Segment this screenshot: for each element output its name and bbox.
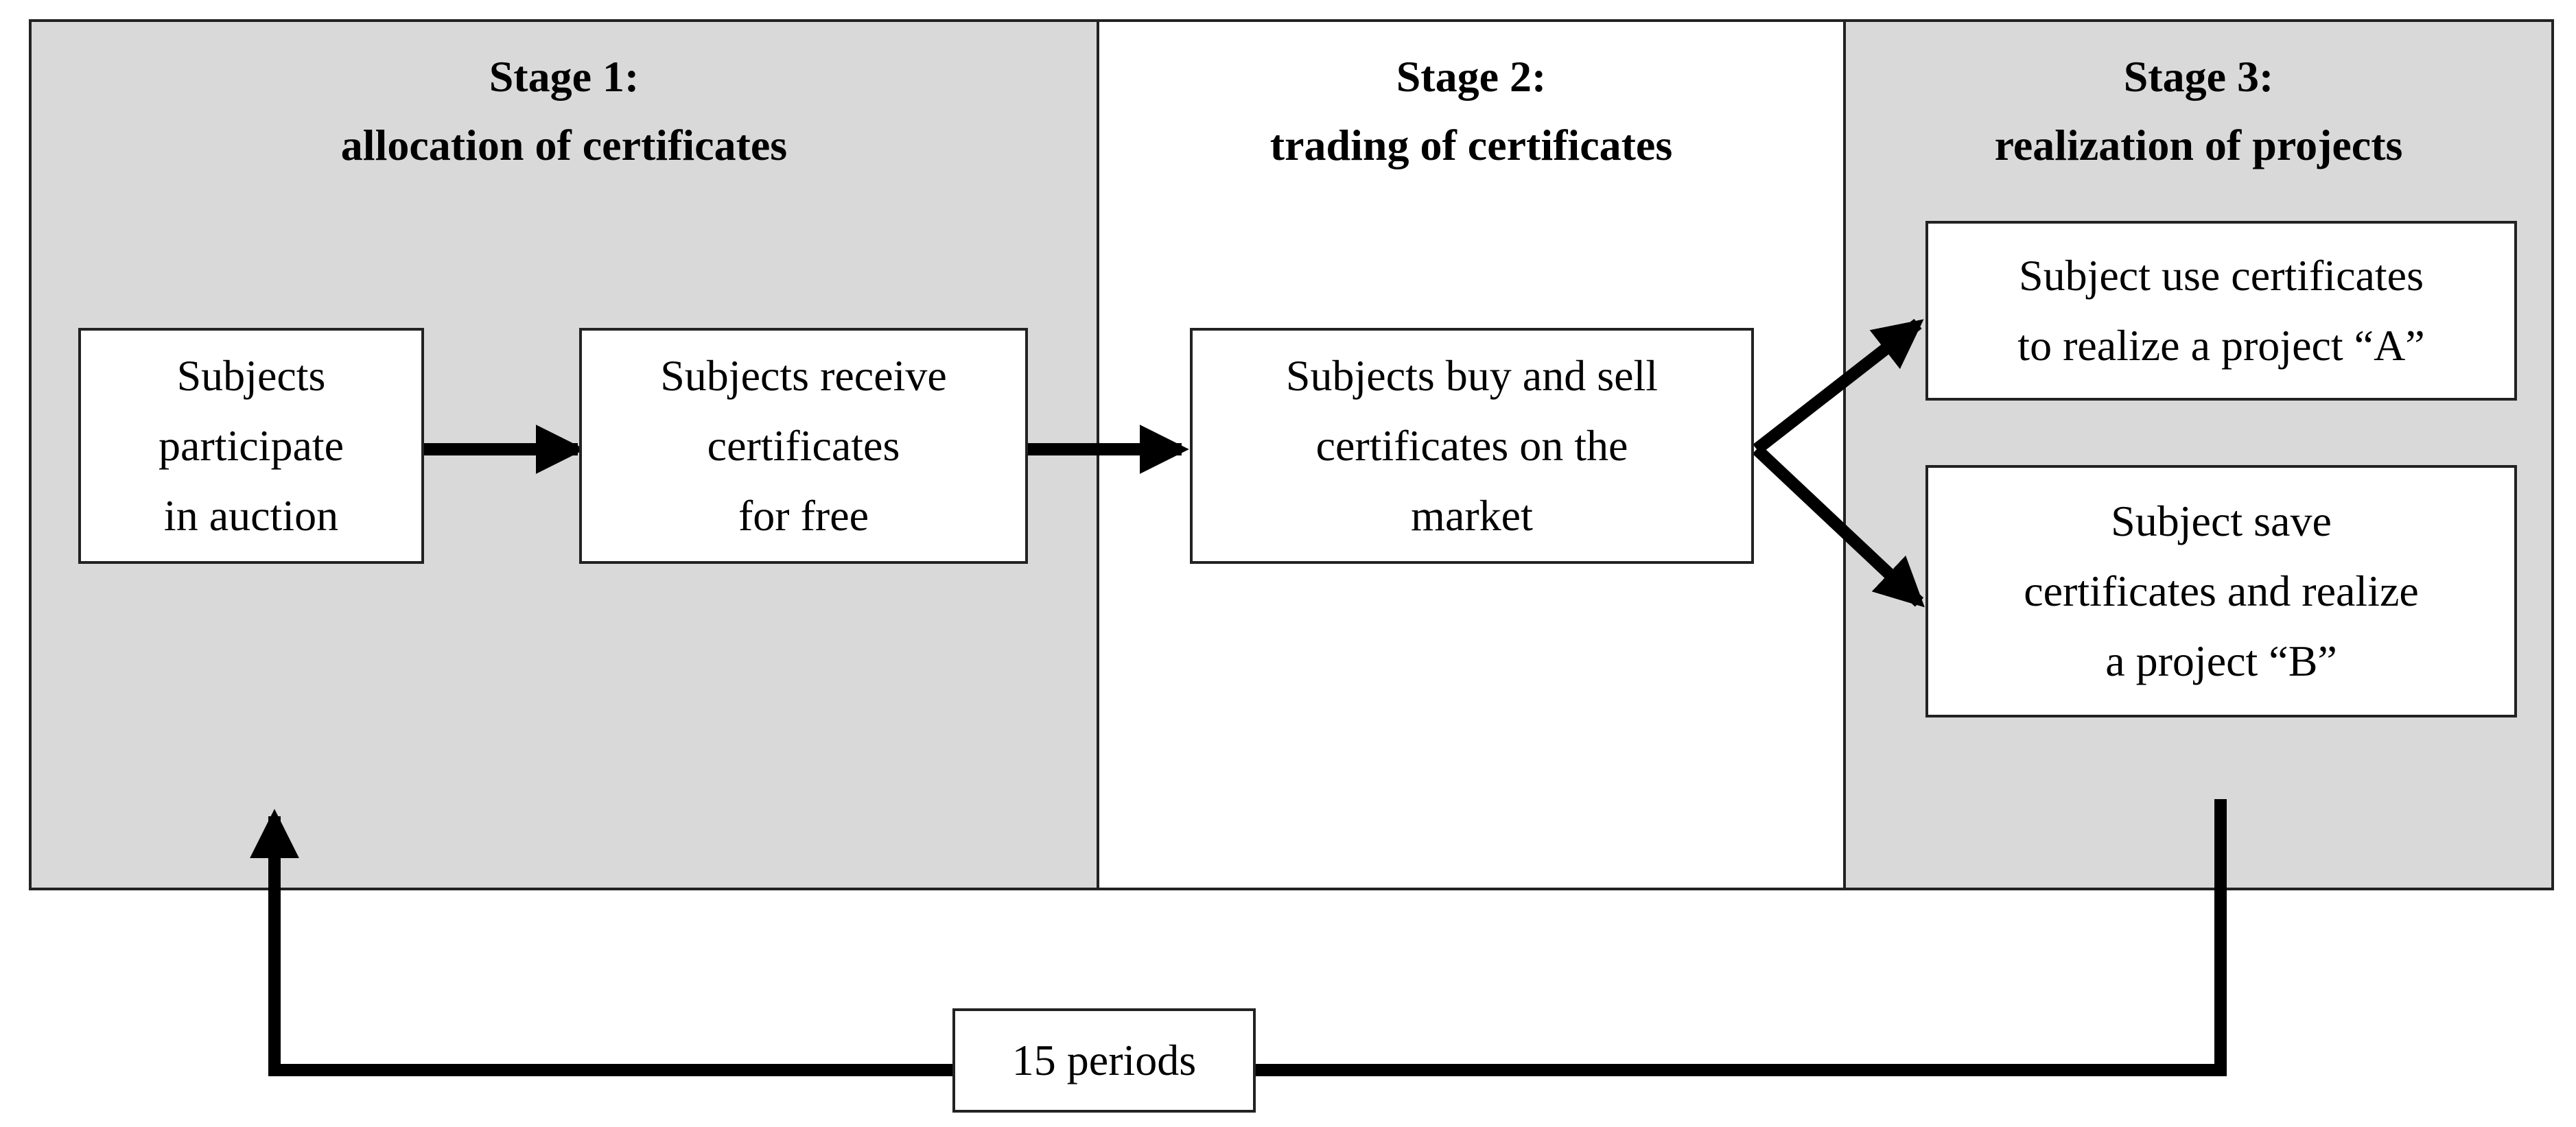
periods-label-box: 15 periods — [952, 1008, 1256, 1113]
stage-3-label: Stage 3: — [2123, 52, 2274, 101]
arrow-market-to-project-b — [1752, 444, 1925, 608]
stage-2-label: Stage 2: — [1396, 52, 1547, 101]
arrow-market-to-project-a — [1753, 318, 1924, 455]
stage-3-title: realization of projects — [1994, 121, 2403, 169]
free-certificates-box: Subjects receive certificates for free — [579, 328, 1028, 564]
market-box: Subjects buy and sell certificates on th… — [1190, 328, 1754, 564]
periods-label: 15 periods — [1011, 1036, 1197, 1084]
auction-box: Subjects participate in auction — [78, 328, 424, 564]
project-b-box: Subject save certificates and realize a … — [1925, 465, 2517, 717]
stage-2-title: trading of certificates — [1269, 121, 1673, 169]
stage-1-title: allocation of certificates — [340, 121, 788, 169]
project-a-box: Subject use certificates to realize a pr… — [1925, 221, 2517, 401]
stage-1-label: Stage 1: — [489, 52, 640, 101]
stage-3-panel: Stage 3: realization of projects — [1843, 19, 2554, 890]
